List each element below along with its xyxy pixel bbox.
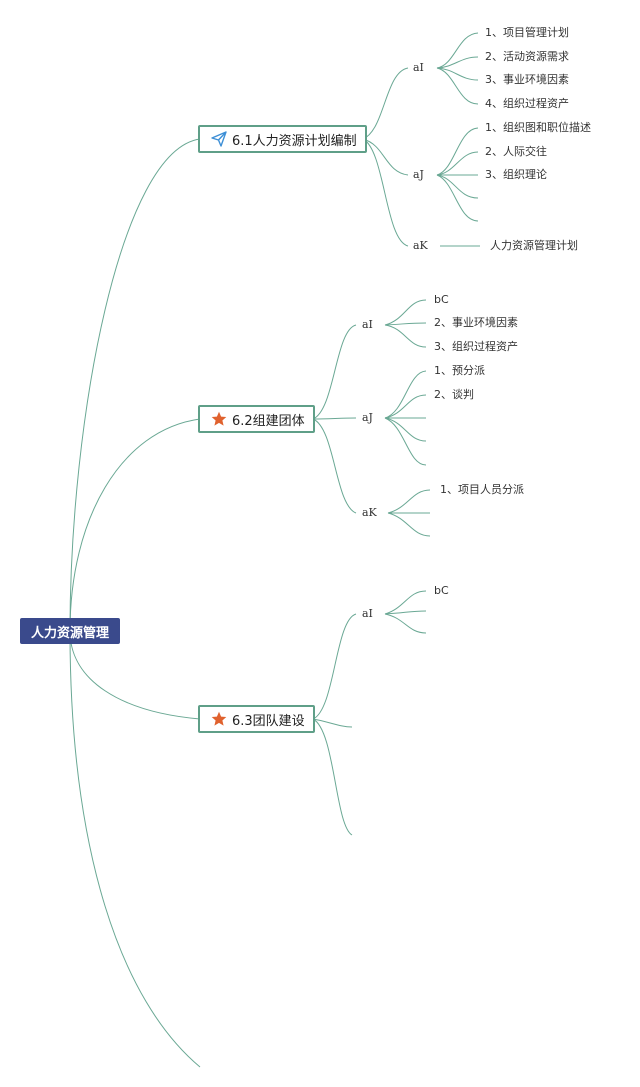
topic-6-3[interactable]: 6.3团队建设 [198, 705, 315, 733]
connector-t1-aJ [362, 138, 409, 176]
leaf-node[interactable]: 2、谈判 [434, 388, 474, 401]
topic-label: 6.1人力资源计划编制 [232, 133, 357, 149]
connector-t3-aI [312, 613, 357, 720]
group-label-t1-aI[interactable]: aI [413, 61, 424, 74]
leaf-node[interactable]: 4、组织过程资产 [485, 97, 569, 110]
leaf-node[interactable]: 1、组织图和职位描述 [485, 121, 591, 134]
group-label-t1-aJ[interactable]: aJ [413, 168, 424, 181]
connector-t2-aK [312, 418, 357, 514]
connector-root-topic-3 [69, 630, 201, 720]
topic-label: 6.3团队建设 [232, 713, 305, 729]
connector-root-topic-2 [69, 418, 201, 632]
connector-t2-aI [312, 324, 357, 420]
star-icon [210, 410, 228, 428]
leaf-node[interactable]: 2、活动资源需求 [485, 50, 569, 63]
connector-t2-aJ [312, 417, 357, 420]
group-label-t2-aJ[interactable]: aJ [362, 411, 373, 424]
topic-label: 6.2组建团体 [232, 413, 305, 429]
connector-t1-aI [362, 67, 409, 140]
leaf-node[interactable]: 1、项目人员分派 [440, 483, 524, 496]
leaf-node[interactable]: 3、事业环境因素 [485, 73, 569, 86]
root-topic[interactable]: 人力资源管理 [20, 618, 120, 644]
leaf-node[interactable]: 2、人际交往 [485, 145, 547, 158]
root-topic-label: 人力资源管理 [30, 625, 109, 641]
group-label-t2-aI[interactable]: aI [362, 318, 373, 331]
connector-root-extra [69, 630, 201, 1068]
leaf-node[interactable]: 2、事业环境因素 [434, 316, 518, 329]
leaf-node[interactable]: 人力资源管理计划 [490, 239, 578, 252]
connector-t1-aK [362, 138, 409, 247]
connector-t3-empty-1 [312, 718, 353, 728]
star-icon [210, 710, 228, 728]
connector-t3-empty-2 [312, 718, 353, 836]
group-label-t2-aK[interactable]: aK [362, 506, 377, 519]
leaf-node[interactable]: 1、项目管理计划 [485, 26, 569, 39]
group-label-t3-aI[interactable]: aI [362, 607, 373, 620]
group-label-t1-aK[interactable]: aK [413, 239, 428, 252]
leaf-node[interactable]: 3、组织理论 [485, 168, 547, 181]
leaf-node[interactable]: 3、组织过程资产 [434, 340, 518, 353]
topic-6-1[interactable]: 6.1人力资源计划编制 [198, 125, 367, 153]
leaf-node[interactable]: 1、预分派 [434, 364, 485, 377]
paper-plane-icon [210, 130, 228, 148]
leaf-node[interactable]: bC [434, 293, 449, 306]
connector-root-topic-1 [69, 138, 201, 632]
leaf-node[interactable]: bC [434, 584, 449, 597]
topic-6-2[interactable]: 6.2组建团体 [198, 405, 315, 433]
